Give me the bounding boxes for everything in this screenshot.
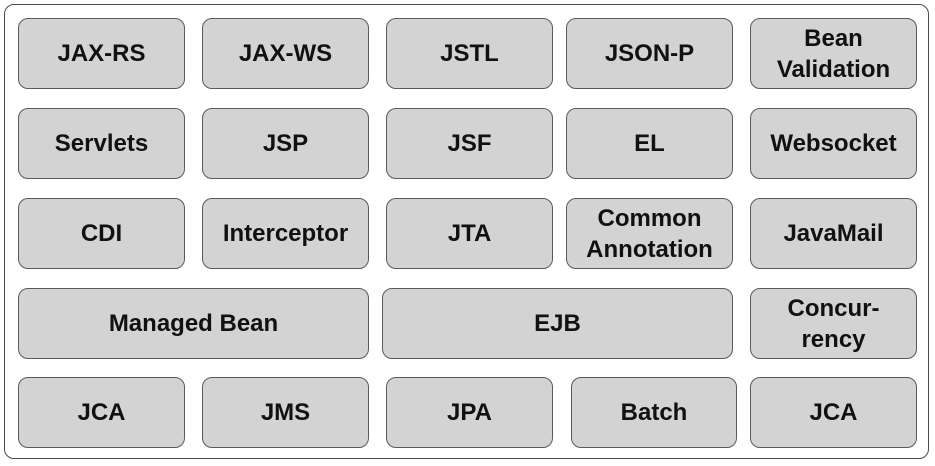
box-jax-rs: JAX-RS [18,18,185,89]
box-servlets: Servlets [18,108,185,179]
box-batch: Batch [571,377,737,448]
box-el: EL [566,108,733,179]
box-json-p: JSON-P [566,18,733,89]
box-jca-left: JCA [18,377,185,448]
box-jms: JMS [202,377,369,448]
box-cdi: CDI [18,198,185,269]
box-jax-ws: JAX-WS [202,18,369,89]
box-jca-right: JCA [750,377,917,448]
box-websocket: Websocket [750,108,917,179]
box-interceptor: Interceptor [202,198,369,269]
box-javamail: JavaMail [750,198,917,269]
box-ejb: EJB [382,288,733,359]
box-managed-bean: Managed Bean [18,288,369,359]
box-concurrency: Concur-rency [750,288,917,359]
box-jsp: JSP [202,108,369,179]
box-jstl: JSTL [386,18,553,89]
box-jta: JTA [386,198,553,269]
box-jsf: JSF [386,108,553,179]
box-jpa: JPA [386,377,553,448]
